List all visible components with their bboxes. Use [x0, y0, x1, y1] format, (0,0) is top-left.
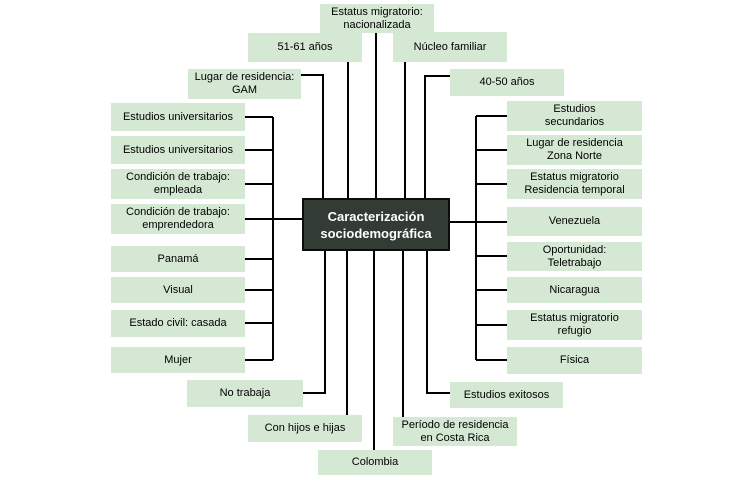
node-fisica: Física — [507, 347, 642, 374]
node-visual: Visual — [111, 277, 245, 303]
node-oportunidad-teletrabajo: Oportunidad: Teletrabajo — [507, 242, 642, 271]
node-venezuela: Venezuela — [507, 207, 642, 236]
node-condicion-trabajo-emprendedora: Condición de trabajo: emprendedora — [111, 204, 245, 234]
node-nicaragua: Nicaragua — [507, 277, 642, 303]
node-panama: Panamá — [111, 246, 245, 272]
node-estatus-migratorio-nacionalizada: Estatus migratorio: nacionalizada — [320, 4, 434, 33]
node-estudios-secundarios: Estudios secundarios — [507, 101, 642, 131]
node-mujer: Mujer — [111, 347, 245, 373]
node-no-trabaja: No trabaja — [187, 380, 303, 407]
node-nucleo-familiar: Núcleo familiar — [393, 32, 507, 62]
node-colombia: Colombia — [318, 450, 432, 475]
node-40-50-anos: 40-50 años — [450, 69, 564, 96]
node-estado-civil-casada: Estado civil: casada — [111, 310, 245, 337]
node-estudios-exitosos: Estudios exitosos — [450, 382, 563, 408]
node-condicion-trabajo-empleada: Condición de trabajo: empleada — [111, 169, 245, 199]
connector-no-trabaja — [303, 251, 326, 394]
node-lugar-residencia-zona-norte: Lugar de residencia Zona Norte — [507, 135, 642, 165]
node-estudios-universitarios-2: Estudios universitarios — [111, 136, 245, 164]
node-lugar-residencia-gam: Lugar de residencia: GAM — [188, 69, 301, 99]
connector-gam — [301, 74, 324, 199]
node-con-hijos-e-hijas: Con hijos e hijas — [248, 415, 362, 442]
connector-estudios-exitosos — [426, 251, 450, 394]
node-periodo-residencia-cr: Período de residencia en Costa Rica — [393, 417, 517, 446]
node-estudios-universitarios-1: Estudios universitarios — [111, 103, 245, 131]
node-estatus-migratorio-refugio: Estatus migratorio refugio — [507, 310, 642, 340]
node-estatus-residencia-temporal: Estatus migratorio Residencia temporal — [507, 169, 642, 199]
connector-40-50 — [424, 75, 450, 199]
node-center-caracterizacion-sociodemografica: Caracterización sociodemográfica — [302, 198, 450, 251]
node-51-61-anos: 51-61 años — [248, 33, 362, 62]
